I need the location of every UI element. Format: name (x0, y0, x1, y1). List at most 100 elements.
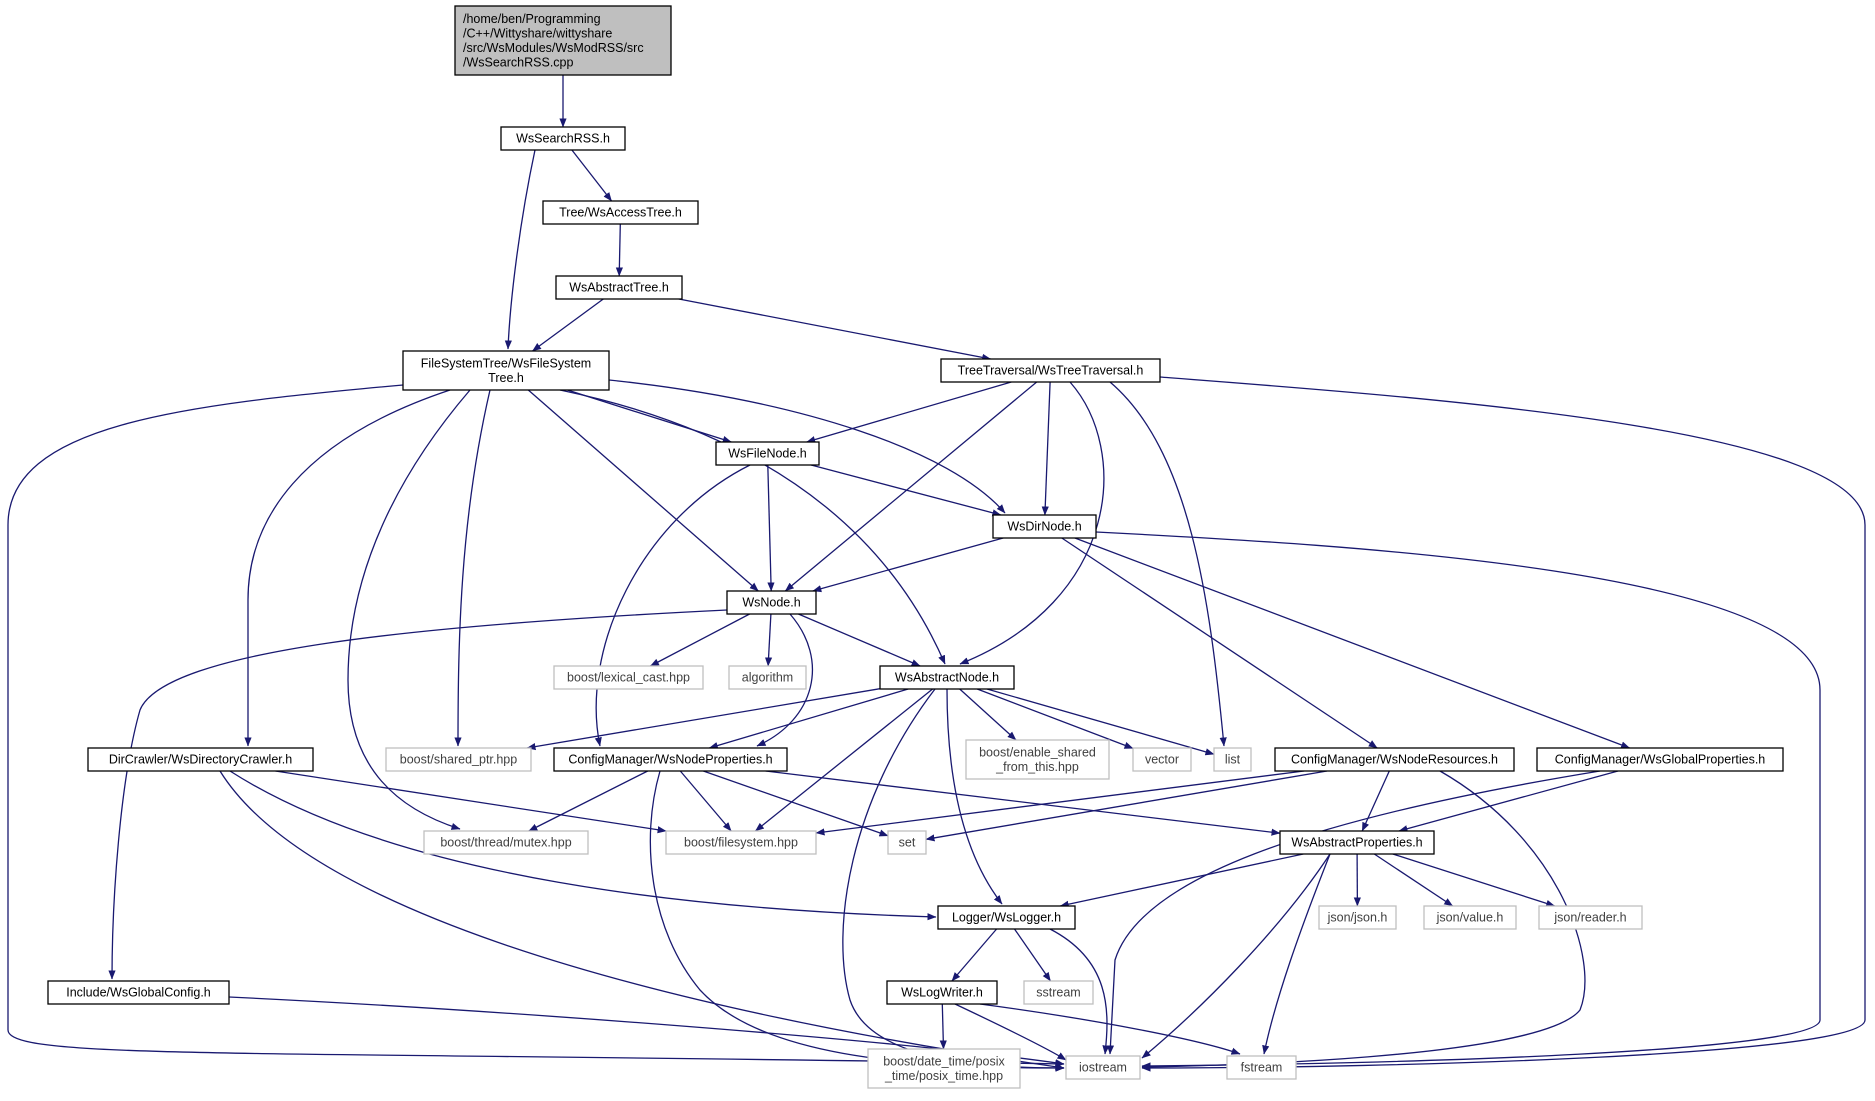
node-label-line: Logger/WsLogger.h (952, 911, 1061, 925)
edge-treetrav-to-wsnode (784, 381, 1038, 592)
node-label-line: WsAbstractTree.h (569, 281, 669, 295)
edge-nodeprops-to-set (703, 770, 889, 837)
node-box (454, 5, 672, 76)
node-label-line: /WsSearchRSS.cpp (463, 55, 574, 69)
node-accesstree[interactable]: Tree/WsAccessTree.h (542, 200, 699, 225)
node-label-line: fstream (1241, 1061, 1283, 1075)
edge-fstree-to-dirnode (608, 379, 1006, 514)
edge-accesstree-to-abstracttree (615, 223, 623, 277)
node-globalprops[interactable]: ConfigManager/WsGlobalProperties.h (1536, 747, 1784, 772)
node-label-line: TreeTraversal/WsTreeTraversal.h (958, 364, 1144, 378)
node-label-line: _time/posix_time.hpp (884, 1069, 1003, 1083)
node-label-line: /home/ben/Programming (463, 12, 601, 26)
edge-treetrav-to-abstractnode (959, 381, 1105, 665)
nodes-layer: /home/ben/Programming/C++/Wittyshare/wit… (47, 5, 1784, 1089)
node-box (992, 514, 1097, 539)
node-logger[interactable]: Logger/WsLogger.h (937, 905, 1076, 930)
node-label-line: ConfigManager/WsNodeResources.h (1291, 753, 1498, 767)
edge-noderes-to-abstractprops (1361, 770, 1390, 832)
node-list: list (1213, 747, 1252, 772)
edge-fstree-to-abstractnode (559, 389, 946, 665)
edge-treetrav-to-filenode (806, 381, 1012, 444)
edge-wsnode-to-globalconfig (108, 609, 728, 980)
node-label-line: json/reader.h (1553, 911, 1626, 925)
node-abstractprops[interactable]: WsAbstractProperties.h (1279, 830, 1435, 855)
node-label-line: WsDirNode.h (1007, 520, 1081, 534)
node-dircrawler[interactable]: DirCrawler/WsDirectoryCrawler.h (87, 747, 314, 772)
node-filenode[interactable]: WsFileNode.h (715, 441, 820, 466)
node-box (553, 747, 788, 772)
node-datetime: boost/date_time/posix_time/posix_time.hp… (867, 1048, 1021, 1089)
node-lexcast: boost/lexical_cast.hpp (553, 665, 704, 690)
node-label-line: ConfigManager/WsNodeProperties.h (568, 753, 772, 767)
node-label-line: json/value.h (1436, 911, 1504, 925)
edge-abstractnode-to-vector (976, 688, 1134, 750)
node-set: set (887, 830, 927, 855)
node-box (1226, 1055, 1297, 1080)
edge-wsnode-to-lexcast (650, 613, 750, 667)
edge-wsnode-to-nodeprops (756, 613, 814, 747)
node-globalconfig[interactable]: Include/WsGlobalConfig.h (47, 980, 230, 1005)
edges-layer (7, 75, 1866, 1072)
edge-abstractprops-to-fstream (1262, 853, 1331, 1055)
edge-noderes-to-set (925, 770, 1328, 842)
node-label-line: FileSystemTree/WsFileSystem (421, 356, 591, 370)
edge-abstractnode-to-list (986, 688, 1215, 756)
node-box (867, 1048, 1021, 1089)
node-label-line: iostream (1079, 1061, 1127, 1075)
node-iostream: iostream (1065, 1055, 1141, 1080)
edge-dirnode-to-globalprops (1074, 537, 1631, 749)
node-label-line: DirCrawler/WsDirectoryCrawler.h (109, 753, 292, 767)
node-abstractnode[interactable]: WsAbstractNode.h (879, 665, 1015, 690)
node-abstracttree[interactable]: WsAbstractTree.h (555, 275, 683, 300)
node-box (555, 275, 683, 300)
node-box (1213, 747, 1252, 772)
edge-treetrav-to-list (1109, 381, 1227, 747)
node-wsnode[interactable]: WsNode.h (726, 590, 817, 615)
node-box (1538, 905, 1643, 930)
edge-noderes-to-filesystem (815, 770, 1305, 836)
edge-wsnode-to-abstractnode (798, 613, 921, 667)
node-box (423, 830, 589, 855)
node-label-line: WsFileNode.h (728, 447, 807, 461)
edge-nodeprops-to-filesystem (679, 770, 732, 832)
node-nodeprops[interactable]: ConfigManager/WsNodeProperties.h (553, 747, 788, 772)
node-treetrav[interactable]: TreeTraversal/WsTreeTraversal.h (940, 358, 1161, 383)
node-noderes[interactable]: ConfigManager/WsNodeResources.h (1274, 747, 1515, 772)
node-box (1318, 905, 1397, 930)
edge-filenode-to-dirnode (810, 464, 1002, 517)
node-logwriter[interactable]: WsLogWriter.h (886, 980, 998, 1005)
node-vector: vector (1132, 747, 1192, 772)
node-sharedptr: boost/shared_ptr.hpp (385, 747, 532, 772)
node-box (402, 350, 610, 391)
node-box (1536, 747, 1784, 772)
node-box (937, 905, 1076, 930)
node-label-line: json/json.h (1327, 911, 1388, 925)
edge-filenode-to-nodeprops (594, 464, 751, 747)
node-wssearchrss[interactable]: WsSearchRSS.h (500, 126, 626, 151)
edge-abstractprops-to-jsonvalue (1373, 853, 1454, 907)
node-label-line: boost/filesystem.hpp (684, 836, 798, 850)
edge-wssearchrss-to-accesstree (571, 149, 613, 202)
node-box (715, 441, 820, 466)
edge-logwriter-to-datetime (939, 1003, 947, 1050)
node-label-line: list (1225, 753, 1241, 767)
node-label-line: ConfigManager/WsGlobalProperties.h (1555, 753, 1766, 767)
edge-abstractprops-to-iostream (1141, 853, 1331, 1059)
edge-abstractprops-to-jsonreader (1392, 853, 1556, 907)
edge-fstree-to-mutex (347, 389, 471, 830)
edge-logger-to-sstream (1013, 928, 1052, 982)
edge-logger-to-logwriter (951, 928, 998, 982)
node-root[interactable]: /home/ben/Programming/C++/Wittyshare/wit… (454, 5, 672, 76)
node-dirnode[interactable]: WsDirNode.h (992, 514, 1097, 539)
node-box (1423, 905, 1517, 930)
node-box (1023, 980, 1094, 1005)
edge-fstree-to-dircrawler (244, 389, 451, 747)
node-label-line: Tree.h (488, 371, 524, 385)
node-sstream: sstream (1023, 980, 1094, 1005)
edge-fstree-to-iostream (7, 384, 1065, 1068)
edge-wssearchrss-to-fstree (504, 149, 536, 350)
node-label-line: WsSearchRSS.h (516, 132, 610, 146)
node-label-line: _from_this.hpp (995, 760, 1079, 774)
